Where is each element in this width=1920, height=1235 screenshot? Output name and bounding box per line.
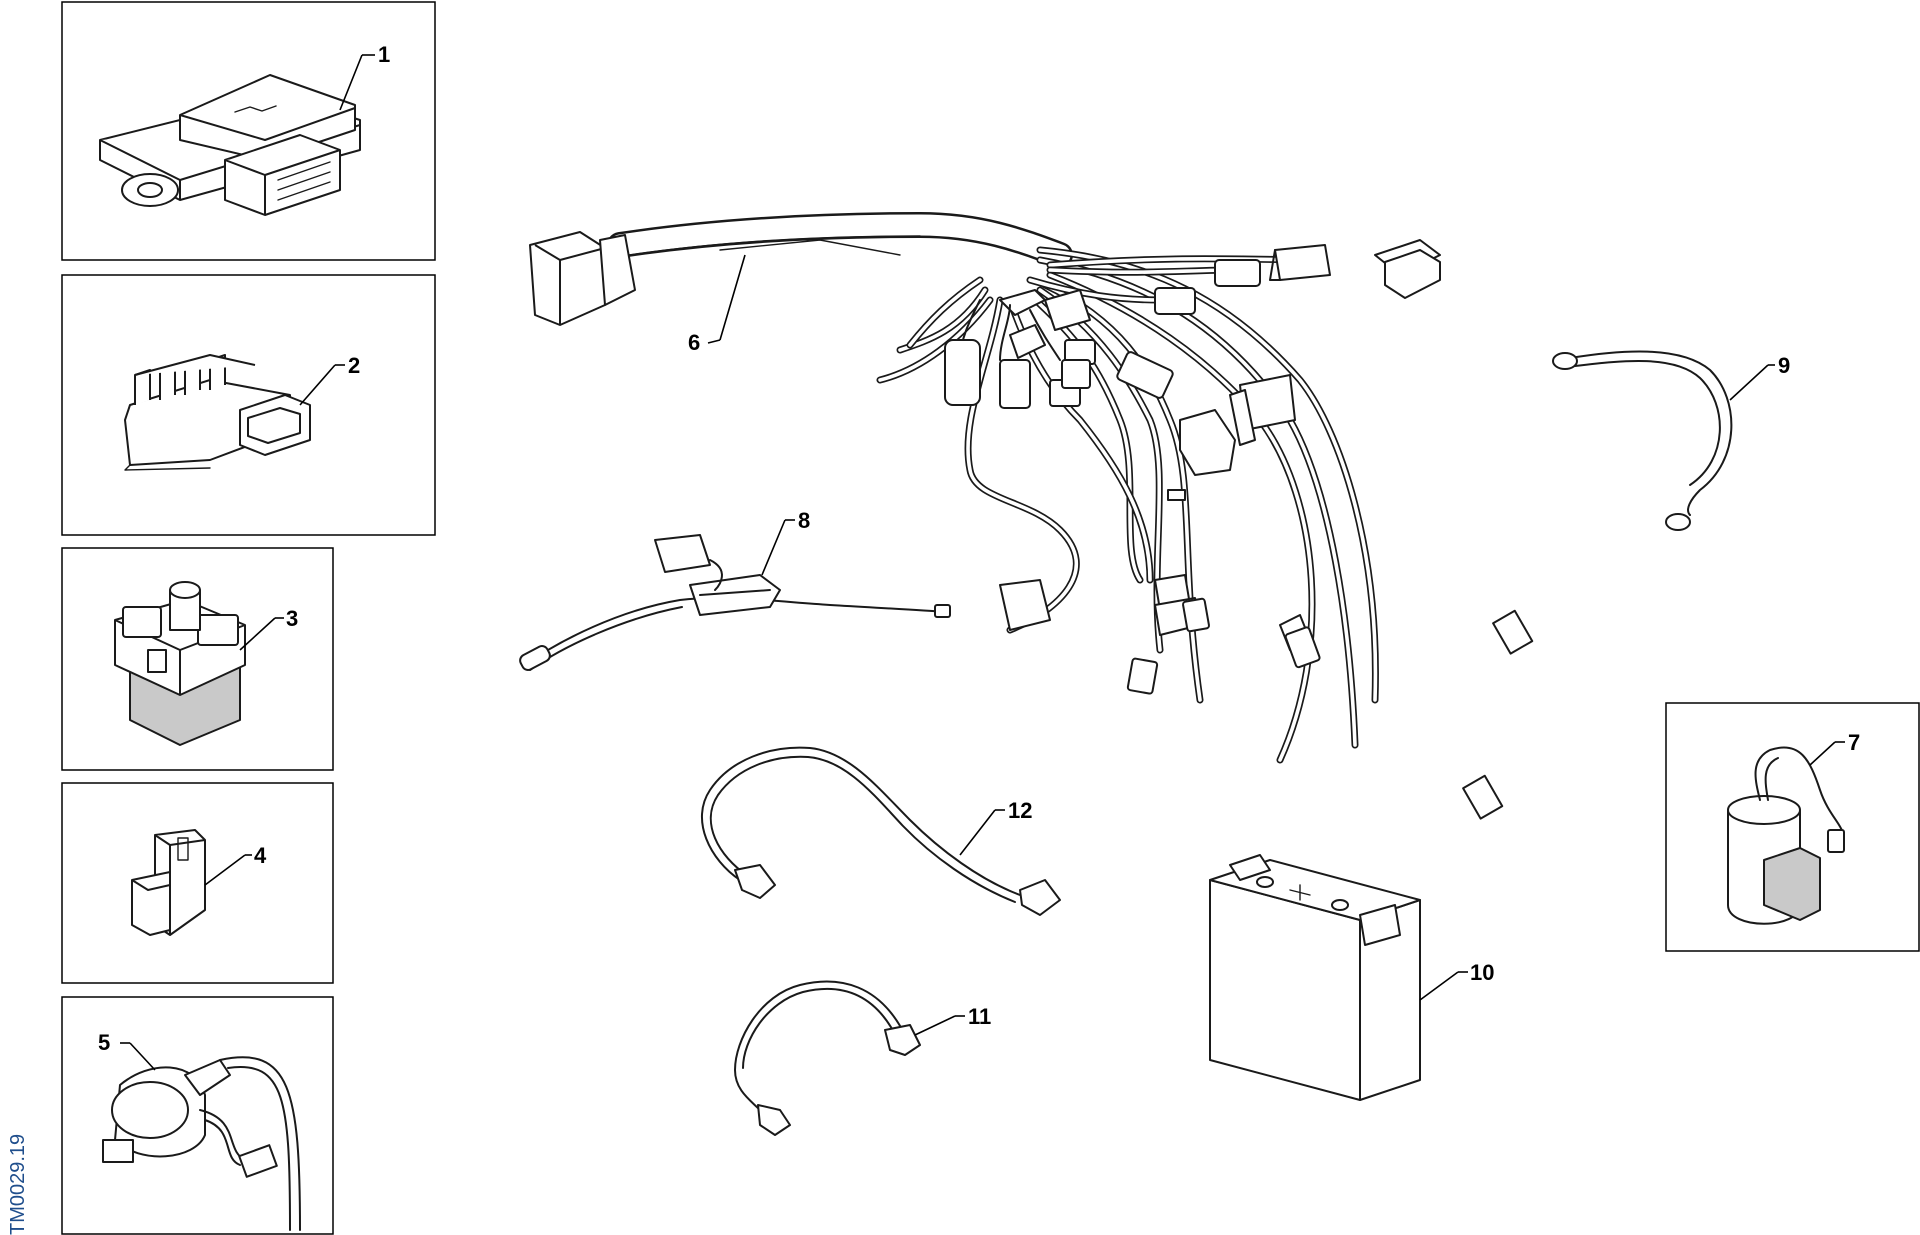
part-2-voltage-regulator: 2: [61, 274, 436, 536]
callout-10: 10: [1470, 960, 1494, 985]
part-4-connector: 4: [61, 782, 334, 984]
part-6-main-wiring-harness: 6: [529, 211, 1534, 820]
part-9-ground-cable: 9: [1552, 350, 1790, 531]
part-8-fuse-holder: 8: [519, 508, 951, 671]
callout-4: 4: [254, 843, 267, 868]
callout-7: 7: [1848, 730, 1860, 755]
callout-11: 11: [968, 1004, 991, 1029]
callout-9: 9: [1778, 353, 1790, 378]
part-1-ecu-unit: 1: [61, 1, 436, 261]
callout-3: 3: [286, 606, 298, 631]
part-11-short-cable: 11: [734, 980, 991, 1136]
part-12-long-cable: 12: [700, 746, 1061, 916]
part-7-capacitor: 7: [1665, 702, 1920, 952]
callout-6: 6: [688, 330, 700, 355]
part-10-battery: 10: [1209, 854, 1494, 1101]
callout-12: 12: [1008, 798, 1032, 823]
callout-2: 2: [348, 353, 360, 378]
part-3-starter-relay: 3: [61, 547, 334, 771]
part-5-ignition-coil: 5: [61, 996, 334, 1235]
callout-5: 5: [98, 1030, 110, 1055]
callout-8: 8: [798, 508, 810, 533]
callout-1: 1: [378, 42, 390, 67]
drawing-code: TM0029.19: [7, 1134, 29, 1235]
